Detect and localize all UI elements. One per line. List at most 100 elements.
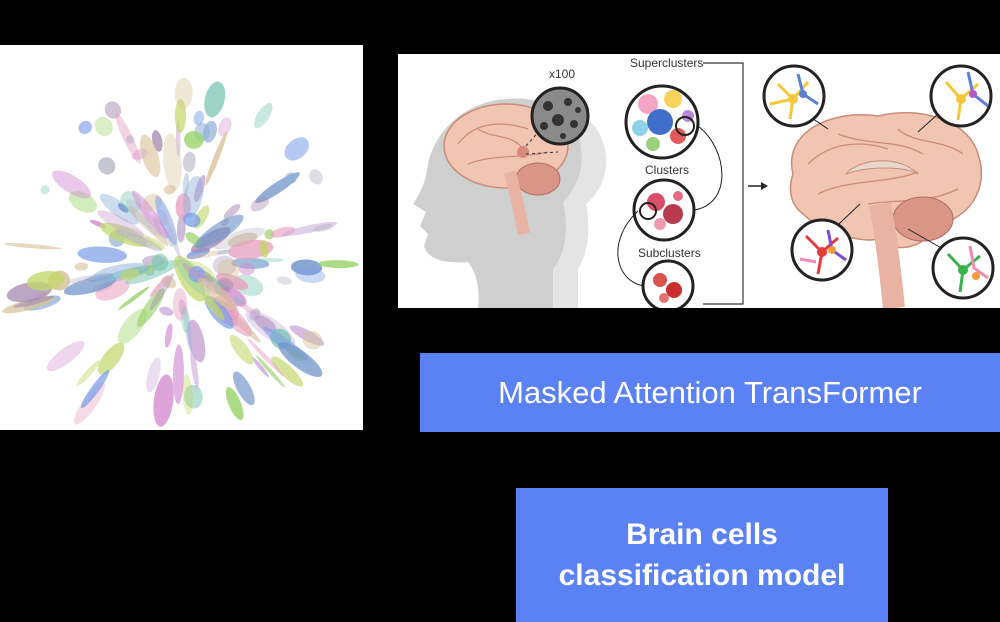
cluster-petal [139, 134, 161, 178]
brain-hierarchy-svg: x100 Superclusters Clusters Subclusters [413, 56, 995, 308]
cluster-petal [302, 330, 323, 350]
cluster-petal [163, 133, 182, 191]
cluster-petal [128, 206, 152, 229]
cluster-petal [264, 229, 275, 240]
cluster-petal [155, 196, 178, 246]
hierarchy-bracket [703, 62, 744, 305]
cluster-petal [284, 172, 297, 185]
cluster-petal [182, 172, 190, 196]
head-shadow [553, 114, 607, 308]
cluster-petal [94, 116, 113, 137]
cluster-petal [254, 315, 277, 333]
cluster-petal [218, 117, 232, 137]
cluster-petal [232, 371, 255, 406]
subclusters-label: Subclusters [638, 246, 701, 260]
cluster-petal [183, 302, 192, 352]
cluster-petal [183, 151, 196, 173]
cluster-petal [172, 288, 188, 321]
cluster-petal [284, 137, 310, 161]
cluster-petal [183, 212, 201, 228]
cluster-petal [132, 190, 169, 239]
superclusters-circle [624, 84, 700, 160]
cluster-petal [77, 246, 127, 263]
classification-model-line2: classification model [558, 559, 846, 592]
cluster-petal [193, 110, 205, 126]
cluster-petal [13, 296, 54, 308]
cluster-petal [175, 193, 191, 220]
cluster-petal [149, 274, 170, 298]
zoom-line-2 [525, 151, 559, 155]
cluster-petal [182, 175, 204, 218]
cluster-petal [174, 98, 187, 133]
cluster-petal [223, 204, 241, 219]
cluster-petal [74, 382, 105, 425]
cluster-petal [40, 185, 50, 195]
cluster-petal [182, 374, 193, 415]
cluster-petal [213, 255, 237, 276]
cluster-petal [173, 344, 184, 405]
cluster-petal [198, 277, 237, 310]
cluster-petal [204, 81, 226, 118]
connector-clusters-subclusters [617, 210, 644, 287]
neuron-circle-bottom-left [790, 218, 854, 282]
cluster-petal [185, 249, 236, 260]
cluster-petal [278, 342, 323, 378]
cluster-petal [68, 190, 97, 213]
cluster-petal [252, 258, 285, 263]
cluster-petal [256, 355, 285, 388]
cluster-petal [78, 120, 92, 135]
cluster-petal [117, 203, 129, 213]
cluster-petal [216, 273, 249, 290]
cluster-petal [313, 223, 334, 232]
cluster-petal [252, 357, 270, 378]
cluster-petal [229, 334, 254, 365]
cluster-petal [99, 193, 139, 225]
superclusters-label: Superclusters [630, 56, 703, 70]
cell-embedding-scatter [2, 77, 359, 427]
masked-attention-transformer-box: Masked Attention TransFormer [420, 353, 1000, 432]
clusters-label: Clusters [645, 163, 689, 177]
cluster-petal [295, 267, 326, 283]
cluster-petal [118, 286, 150, 310]
cluster-petal [136, 288, 165, 327]
neuron-circle-top-right [929, 64, 993, 128]
cluster-petal [151, 253, 169, 272]
cluster-petal [289, 325, 325, 346]
magnification-label: x100 [549, 67, 575, 81]
cluster-petal [271, 356, 304, 387]
masked-attention-transformer-label: Masked Attention TransFormer [498, 374, 922, 410]
classification-model-title: Brain cells classification model [559, 514, 846, 596]
cluster-petal [46, 340, 85, 372]
neuron-circle-top-left [762, 64, 826, 128]
cluster-petal [309, 169, 323, 185]
cluster-petal [216, 249, 231, 255]
cluster-petal [120, 268, 140, 281]
cluster-petal [126, 135, 135, 144]
cluster-petal [202, 292, 225, 321]
cluster-petal [176, 214, 186, 243]
cluster-petal [174, 77, 193, 110]
cluster-petal [153, 374, 174, 427]
cluster-petal [3, 242, 62, 250]
cluster-petal [76, 360, 100, 386]
cluster-petal [318, 260, 359, 269]
cluster-petal [117, 308, 148, 344]
cluster-petal [276, 276, 292, 285]
cluster-petal [115, 112, 141, 164]
classification-model-line1: Brain cells [626, 518, 778, 551]
magnified-tissue-circle [530, 86, 590, 146]
neuron-circle-bottom-right [931, 236, 995, 300]
cluster-petal [146, 357, 161, 393]
cluster-petal [254, 102, 273, 129]
cluster-petal [190, 349, 199, 389]
cluster-petal [184, 130, 204, 149]
cluster-petal [180, 305, 190, 334]
cluster-petal [80, 370, 110, 409]
cluster-petal [163, 184, 176, 195]
cluster-petal [146, 236, 166, 250]
arrow-head [761, 182, 768, 190]
cluster-petal [74, 262, 89, 271]
cluster-petal [97, 210, 145, 239]
cluster-petal [231, 257, 270, 269]
cluster-petal [217, 259, 240, 279]
